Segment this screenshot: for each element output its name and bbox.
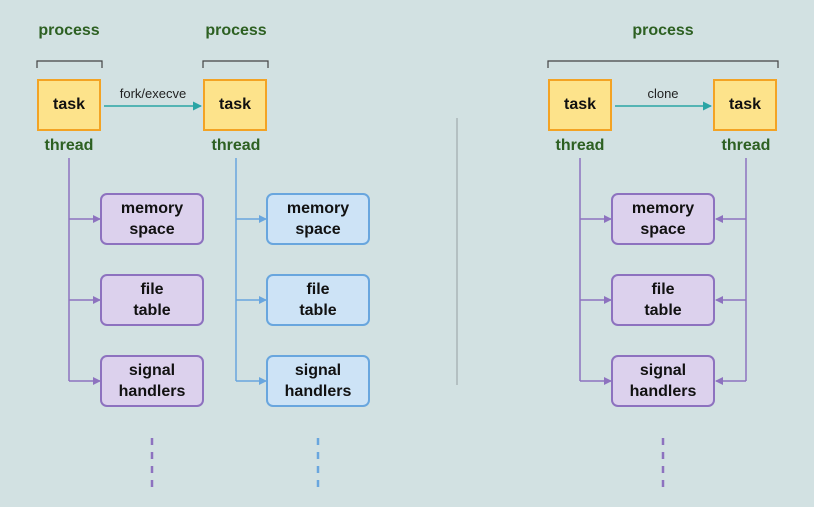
memory-space-box-left-1: memory space (100, 193, 204, 245)
thread-label-right-2: thread (721, 137, 771, 154)
process-label-left-2: process (205, 22, 267, 39)
memory-space-box-left-2: memory space (266, 193, 370, 245)
process-label-left-1: process (38, 22, 100, 39)
task-box-left-1: task (37, 79, 101, 131)
file-table-box-left-2: file table (266, 274, 370, 326)
fork-execve-label: fork/execve (119, 86, 187, 101)
clone-label: clone (647, 86, 679, 101)
file-table-box-left-1: file table (100, 274, 204, 326)
thread-label-left-2: thread (211, 137, 261, 154)
file-table-box-right: file table (611, 274, 715, 326)
process-bracket-left-2 (202, 60, 269, 68)
thread-label-right-1: thread (555, 137, 605, 154)
memory-space-box-right: memory space (611, 193, 715, 245)
signal-handlers-box-right: signal handlers (611, 355, 715, 407)
task-box-right-1: task (548, 79, 612, 131)
task-box-left-2: task (203, 79, 267, 131)
task-box-right-2: task (713, 79, 777, 131)
signal-handlers-box-left-2: signal handlers (266, 355, 370, 407)
process-bracket-left-1 (36, 60, 103, 68)
signal-handlers-box-left-1: signal handlers (100, 355, 204, 407)
thread-label-left-1: thread (44, 137, 94, 154)
process-label-right: process (632, 22, 694, 39)
process-bracket-right (547, 60, 779, 68)
